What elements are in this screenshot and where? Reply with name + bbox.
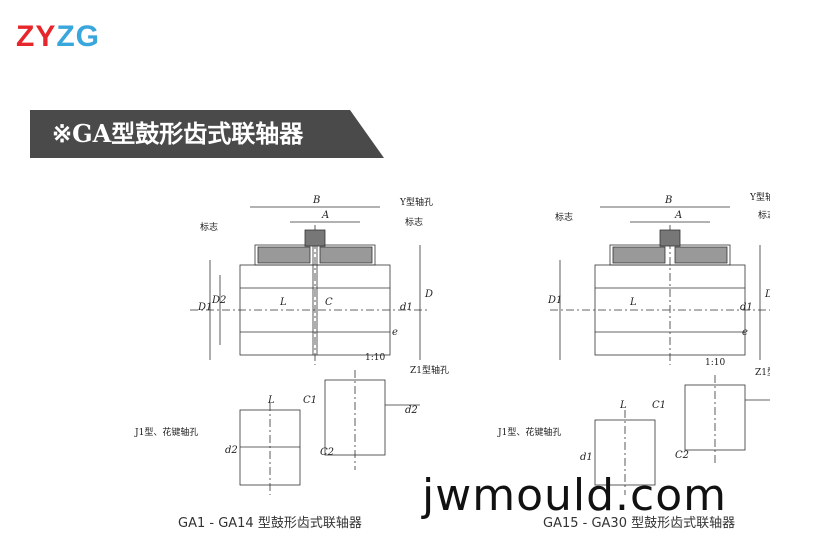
label-biaozhi-right-b: 标志 [758, 209, 770, 221]
label-j1-bore-right: J1型、花键轴孔 [497, 426, 561, 438]
logo-part-zy: ZY [16, 20, 57, 53]
label-B-left: B [312, 195, 320, 206]
label-L-left: L [279, 297, 287, 308]
caption-right: GA15 - GA30 型鼓形齿式联轴器 [543, 516, 736, 531]
label-C1-left: C1 [303, 395, 317, 406]
label-y-bore-left: Y型轴孔 [399, 196, 433, 208]
label-D-right: D [764, 289, 770, 300]
label-d1-right-lower: d1 [580, 452, 593, 463]
label-D2-left: D2 [211, 295, 226, 306]
label-C-left: C [325, 297, 333, 308]
label-L-right: L [629, 297, 637, 308]
label-taper-right: 1:10 [705, 358, 725, 368]
label-L-left-lower: L [267, 395, 275, 406]
label-L-right-lower: L [619, 400, 627, 411]
section-title: ※GA型鼓形齿式联轴器 [52, 119, 304, 148]
coupling-technical-drawing: B A 标志 标志 Y型轴孔 L C D1 D2 d1 D e 1:10 Z1型… [134, 191, 770, 495]
label-biaozhi-left-a: 标志 [200, 221, 218, 233]
label-j1-bore-left: J1型、花键轴孔 [134, 426, 198, 438]
label-biaozhi-left-b: 标志 [405, 216, 423, 228]
label-A-right: A [674, 210, 682, 221]
label-y-bore-right: Y型轴孔 [749, 191, 770, 203]
logo-part-zg: ZG [56, 20, 101, 53]
label-biaozhi-right-a: 标志 [555, 211, 573, 223]
label-A-left: A [321, 210, 329, 221]
label-z1-bore-right: Z1型轴孔 [755, 366, 770, 378]
label-C2-left: C2 [320, 447, 334, 458]
caption-left: GA1 - GA14 型鼓形齿式联轴器 [178, 516, 362, 531]
label-d1-left: d1 [400, 302, 413, 313]
label-taper-left: 1:10 [365, 353, 385, 363]
label-D-left: D [424, 289, 433, 300]
label-d1-right: d1 [740, 302, 753, 313]
label-D1-right: D1 [547, 295, 562, 306]
label-d2-left: d2 [225, 445, 238, 456]
section-banner: ※GA型鼓形齿式联轴器 [30, 110, 384, 158]
banner-background [30, 110, 384, 158]
label-e-left: e [392, 327, 398, 338]
label-C2-right: C2 [675, 450, 689, 461]
site-watermark: jwmould.com [422, 470, 727, 521]
label-C1-right: C1 [652, 400, 666, 411]
label-B-right: B [664, 195, 672, 206]
brand-logo: ZYZG [16, 22, 100, 52]
label-e-right: e [742, 327, 748, 338]
label-d2-left-side: d2 [405, 405, 418, 416]
label-D1-left: D1 [197, 302, 212, 313]
label-z1-bore-left: Z1型轴孔 [410, 364, 449, 376]
